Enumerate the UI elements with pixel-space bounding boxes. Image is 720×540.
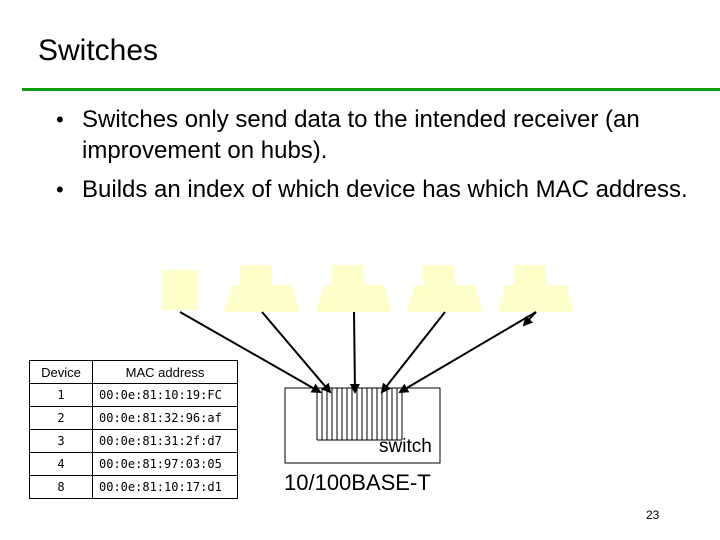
cable-type-label: 10/100BASE-T bbox=[284, 470, 431, 495]
cable-line bbox=[522, 311, 537, 327]
switch-ports bbox=[316, 388, 403, 441]
bullet-item: • Switches only send data to the intende… bbox=[50, 104, 690, 166]
bullet-icon: • bbox=[56, 177, 64, 202]
mac-cell: 00:0e:81:10:17:d1 bbox=[92, 475, 238, 499]
page-number: 23 bbox=[646, 508, 660, 522]
title-divider bbox=[22, 88, 720, 91]
bullet-text: Builds an index of which device has whic… bbox=[82, 176, 688, 203]
computer-icon-3 bbox=[316, 265, 392, 312]
computer-icon-1 bbox=[162, 270, 198, 310]
computer-icon-5 bbox=[498, 265, 574, 312]
table-row: 8 00:0e:81:10:17:d1 bbox=[29, 475, 238, 499]
bullet-list: • Switches only send data to the intende… bbox=[50, 104, 690, 213]
computer-icon-4 bbox=[407, 265, 483, 312]
device-cell: 1 bbox=[29, 383, 93, 407]
header-device: Device bbox=[29, 360, 93, 384]
device-cell: 3 bbox=[29, 429, 93, 453]
table-header-row: Device MAC address bbox=[29, 360, 238, 384]
cable-line bbox=[380, 311, 446, 394]
mac-cell: 00:0e:81:10:19:FC bbox=[92, 383, 238, 407]
table-row: 1 00:0e:81:10:19:FC bbox=[29, 383, 238, 407]
mac-cell: 00:0e:81:31:2f:d7 bbox=[92, 429, 238, 453]
bullet-item: • Builds an index of which device has wh… bbox=[50, 174, 690, 205]
mac-cell: 00:0e:81:97:03:05 bbox=[92, 452, 238, 476]
table-row: 2 00:0e:81:32:96:af bbox=[29, 406, 238, 430]
header-mac-address: MAC address bbox=[92, 360, 238, 384]
cable-line bbox=[261, 311, 332, 394]
computer-icon-2 bbox=[224, 265, 300, 312]
mac-address-table: Device MAC address 1 00:0e:81:10:19:FC 2… bbox=[29, 360, 238, 499]
cable-line bbox=[179, 311, 322, 393]
cable-line bbox=[398, 311, 537, 394]
device-cell: 8 bbox=[29, 475, 93, 499]
table-row: 3 00:0e:81:31:2f:d7 bbox=[29, 429, 238, 453]
slide-title: Switches bbox=[38, 34, 159, 67]
switch-label: switch bbox=[379, 436, 432, 457]
bullet-text: Switches only send data to the intended … bbox=[82, 106, 640, 164]
table-row: 4 00:0e:81:97:03:05 bbox=[29, 452, 238, 476]
device-cell: 2 bbox=[29, 406, 93, 430]
mac-cell: 00:0e:81:32:96:af bbox=[92, 406, 238, 430]
bullet-icon: • bbox=[56, 107, 64, 132]
cable-line bbox=[349, 311, 360, 394]
device-cell: 4 bbox=[29, 452, 93, 476]
